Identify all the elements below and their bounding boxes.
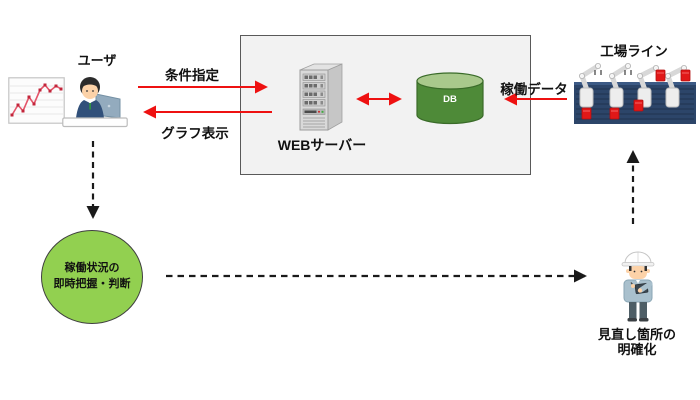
factory-label: 工場ライン bbox=[600, 44, 668, 59]
web-server-label: WEBサーバー bbox=[277, 137, 367, 153]
graph-display-label: グラフ表示 bbox=[161, 126, 229, 141]
outcome-circle: 稼働状況の 即時把握・判断 bbox=[41, 230, 143, 324]
worker-label-line2: 明確化 bbox=[617, 342, 657, 358]
outcome-label-line2: 即時把握・判断 bbox=[53, 278, 131, 290]
condition-label: 条件指定 bbox=[165, 68, 219, 83]
user-at-laptop-illustration bbox=[62, 77, 128, 128]
user-label: ユーザ bbox=[77, 53, 117, 68]
db-label: DB bbox=[443, 94, 457, 105]
operation-data-label: 稼働データ bbox=[500, 82, 568, 97]
factory-line-illustration bbox=[574, 63, 696, 124]
worker-label: 見直し箇所の 明確化 bbox=[598, 327, 676, 358]
outcome-label-line1: 稼働状況の bbox=[64, 262, 120, 275]
web-server-illustration bbox=[299, 63, 343, 131]
line-chart-thumbnail-icon bbox=[8, 77, 65, 124]
worker-label-line1: 見直し箇所の bbox=[597, 327, 677, 342]
worker-illustration bbox=[621, 251, 655, 322]
db-cylinder-illustration bbox=[416, 72, 484, 125]
